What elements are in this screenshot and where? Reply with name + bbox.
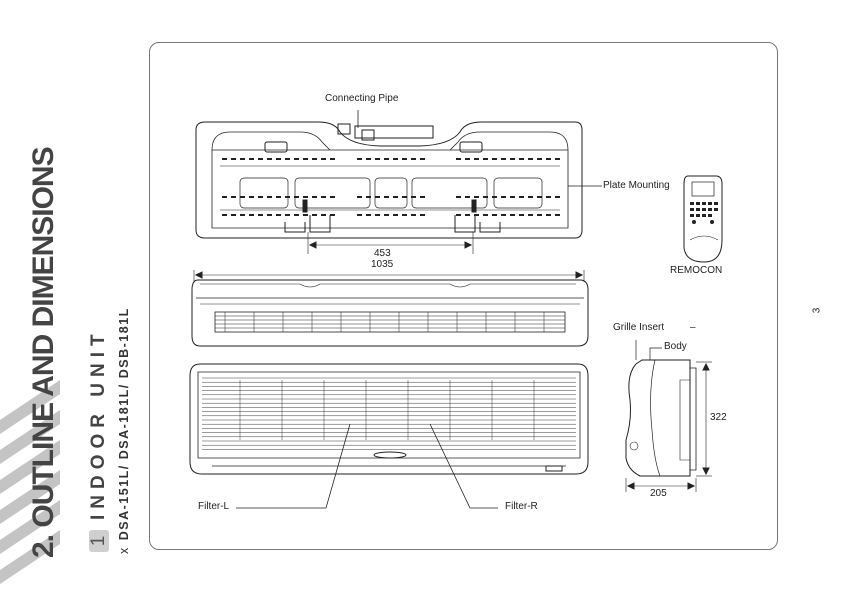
remote-control	[683, 175, 723, 263]
grille-insert-label: Grille Insert	[613, 322, 665, 333]
filter-view-unit	[189, 363, 589, 475]
decorative-stripes	[0, 380, 60, 584]
plate-mounting-label: Plate Mounting	[603, 180, 670, 191]
dimension-322: 322	[710, 412, 727, 423]
front-view-unit	[191, 279, 589, 347]
mounting-holes	[222, 158, 560, 216]
filter-l-label: Filter-L	[198, 501, 230, 512]
remocon-label: REMOCON	[670, 265, 723, 276]
body-label: Body	[664, 341, 687, 352]
grille-insert-dash: –	[690, 322, 696, 333]
top-view-unit	[195, 121, 583, 239]
dimension-453: 453	[374, 248, 391, 259]
dimension-205: 205	[650, 488, 667, 499]
dimension-1035: 1035	[371, 259, 394, 270]
connecting-pipe-label: Connecting Pipe	[325, 93, 399, 104]
side-view-unit	[625, 340, 712, 492]
filter-r-label: Filter-R	[505, 501, 538, 512]
drawing-frame	[149, 42, 778, 550]
